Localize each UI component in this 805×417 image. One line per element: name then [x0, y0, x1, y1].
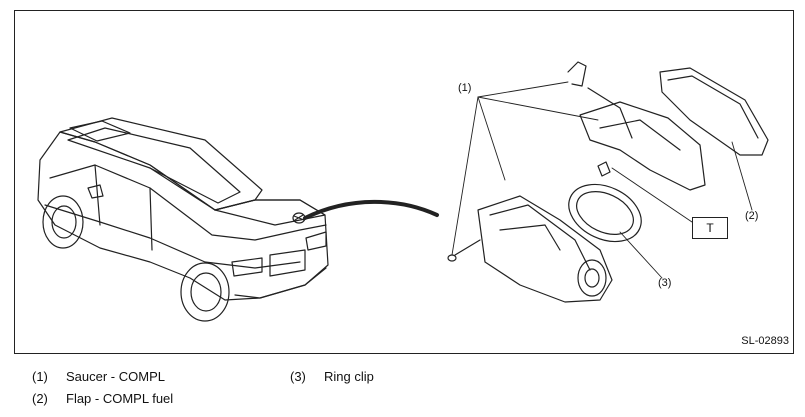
- legend-text: Ring clip: [324, 369, 374, 384]
- legend-number: (2): [32, 391, 48, 406]
- legend-text: Flap - COMPL fuel: [66, 391, 174, 406]
- fuel-flap: [659, 67, 769, 156]
- legend-item-1: (1) Saucer - COMPL: [32, 369, 165, 384]
- callout-1: (1): [458, 82, 472, 94]
- legend-text: Saucer - COMPL: [66, 369, 165, 384]
- callout-3: (3): [658, 277, 672, 289]
- saucer-assembly: [447, 61, 706, 303]
- torque-box: T: [692, 217, 728, 239]
- legend-item-2: (2) Flap - COMPL fuel: [32, 391, 173, 406]
- legend-item-3: (3) Ring clip: [290, 369, 374, 384]
- legend-number: (1): [32, 369, 48, 384]
- figure-id: SL-02893: [741, 335, 789, 347]
- car-illustration: [37, 117, 329, 322]
- diagram-frame: [14, 10, 794, 354]
- callout-2: (2): [745, 210, 759, 222]
- legend-number: (3): [290, 369, 306, 384]
